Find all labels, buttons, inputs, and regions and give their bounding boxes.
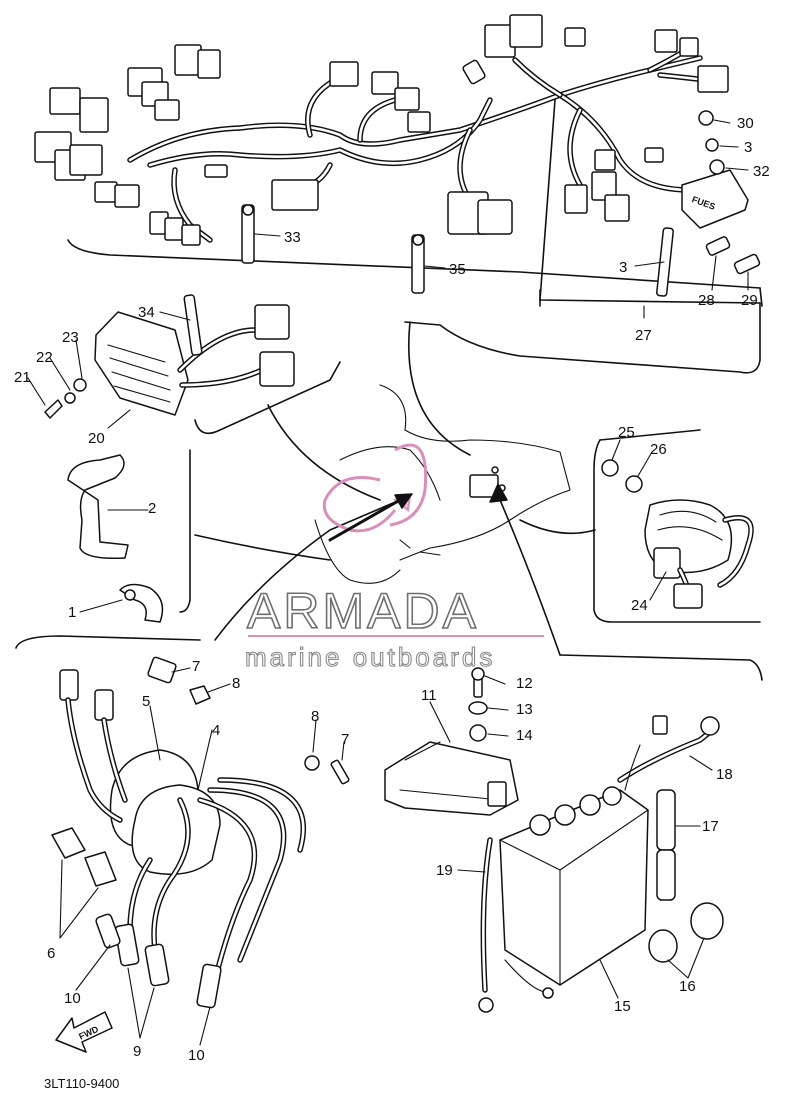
callout-2: 2 bbox=[148, 500, 156, 517]
bracket-and-clamp bbox=[67, 454, 164, 623]
watermark-subtitle: marine outboards bbox=[245, 642, 495, 672]
callout-8a: 8 bbox=[232, 675, 240, 692]
watermark-text: ARMADA marine outboards bbox=[244, 582, 544, 673]
ignition-coils bbox=[51, 656, 350, 1009]
callout-7a: 7 bbox=[192, 658, 200, 675]
battery bbox=[478, 715, 724, 1013]
callout-12: 12 bbox=[516, 675, 533, 692]
location-map bbox=[314, 384, 571, 584]
pointer-arrows bbox=[328, 483, 508, 542]
callout-14: 14 bbox=[516, 727, 533, 744]
callout-29: 29 bbox=[741, 292, 758, 309]
callout-33: 33 bbox=[284, 229, 301, 246]
callout-3: 3 bbox=[619, 259, 627, 276]
callout-15: 15 bbox=[614, 998, 631, 1015]
leader-lines bbox=[27, 119, 749, 1046]
callout-30: 30 bbox=[737, 115, 754, 132]
callout-1: 1 bbox=[68, 604, 76, 621]
watermark-logo bbox=[322, 443, 428, 533]
callout-25: 25 bbox=[618, 424, 635, 441]
forward-direction-arrow: FWD bbox=[55, 1011, 113, 1053]
callout-8b: 8 bbox=[311, 708, 319, 725]
callout-16: 16 bbox=[679, 978, 696, 995]
section-frames bbox=[15, 99, 763, 681]
callout-35: 35 bbox=[449, 261, 466, 278]
callout-24: 24 bbox=[631, 597, 648, 614]
callout-34: 34 bbox=[138, 304, 155, 321]
watermark-title: ARMADA bbox=[247, 583, 479, 639]
callout-31: 3 bbox=[744, 139, 752, 156]
callout-10b: 10 bbox=[188, 1047, 205, 1064]
callout-18: 18 bbox=[716, 766, 733, 783]
callout-9: 9 bbox=[133, 1043, 141, 1060]
callout-22: 22 bbox=[36, 349, 53, 366]
callout-numbers: 30 3 32 33 35 3 28 29 27 34 23 22 21 20 … bbox=[14, 115, 770, 1064]
callout-28: 28 bbox=[698, 292, 715, 309]
callout-17: 17 bbox=[702, 818, 719, 835]
callout-23: 23 bbox=[62, 329, 79, 346]
regulator-rectifier bbox=[44, 294, 295, 419]
diagram-code: 3LT110-9400 bbox=[44, 1076, 119, 1091]
callout-19: 19 bbox=[436, 862, 453, 879]
callout-4: 4 bbox=[212, 722, 220, 739]
fuse-box: FUES bbox=[681, 169, 749, 229]
callout-21: 21 bbox=[14, 369, 31, 386]
callout-26: 26 bbox=[650, 441, 667, 458]
callout-20: 20 bbox=[88, 430, 105, 447]
main-wire-harness: FUES bbox=[34, 14, 761, 297]
cdi-unit bbox=[384, 667, 519, 816]
callout-7b: 7 bbox=[341, 731, 349, 748]
callout-32: 32 bbox=[753, 163, 770, 180]
callout-10a: 10 bbox=[64, 990, 81, 1007]
starter-relay bbox=[601, 459, 754, 609]
callout-27: 27 bbox=[635, 327, 652, 344]
callout-11: 11 bbox=[421, 687, 437, 704]
callout-6: 6 bbox=[47, 945, 55, 962]
callout-5: 5 bbox=[142, 693, 150, 710]
callout-13: 13 bbox=[516, 701, 533, 718]
